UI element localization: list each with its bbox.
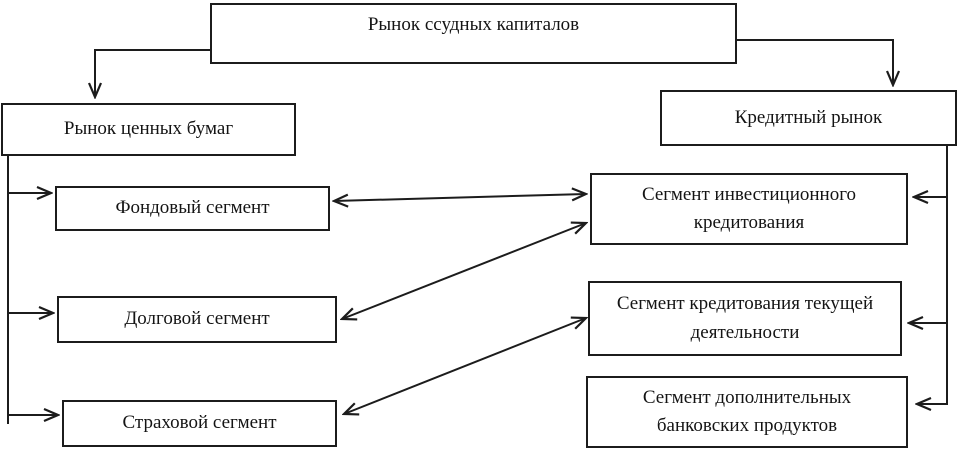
node-loan-capital-market: Рынок ссудных капиталов bbox=[210, 3, 737, 64]
node-additional-banking-products-segment-label: Сегмент дополнительных банковских продук… bbox=[642, 386, 852, 437]
connector-debt-investment-twoway bbox=[342, 223, 586, 319]
node-securities-market-label: Рынок ценных бумаг bbox=[63, 118, 234, 140]
node-investment-lending-segment: Сегмент инвестиционного кредитования bbox=[590, 173, 908, 245]
node-debt-segment-label: Долговой сегмент bbox=[124, 308, 270, 330]
node-loan-capital-market-label: Рынок ссудных капиталов bbox=[367, 14, 580, 35]
node-additional-banking-products-segment: Сегмент дополнительных банковских продук… bbox=[586, 376, 908, 448]
connector-stock-investment-twoway bbox=[334, 194, 586, 201]
node-stock-segment-label: Фондовый сегмент bbox=[115, 197, 270, 219]
node-insurance-segment-label: Страховой сегмент bbox=[122, 412, 277, 434]
node-investment-lending-segment-label: Сегмент инвестиционного кредитования bbox=[641, 183, 857, 234]
connector-loan-to-securities bbox=[95, 49, 212, 97]
connector-loan-to-credit bbox=[737, 39, 893, 85]
node-credit-market: Кредитный рынок bbox=[660, 90, 957, 146]
connector-credit-trunk-to-additional bbox=[917, 146, 948, 404]
node-current-activity-lending-segment-label: Сегмент кредитования текущей деятельност… bbox=[616, 293, 874, 343]
node-current-activity-lending-segment: Сегмент кредитования текущей деятельност… bbox=[588, 281, 902, 356]
node-credit-market-label: Кредитный рынок bbox=[734, 106, 883, 128]
node-insurance-segment: Страховой сегмент bbox=[62, 400, 337, 447]
node-stock-segment: Фондовый сегмент bbox=[55, 186, 330, 231]
connector-insurance-current-twoway bbox=[344, 318, 586, 414]
node-securities-market: Рынок ценных бумаг bbox=[1, 103, 296, 156]
node-debt-segment: Долговой сегмент bbox=[57, 296, 337, 343]
